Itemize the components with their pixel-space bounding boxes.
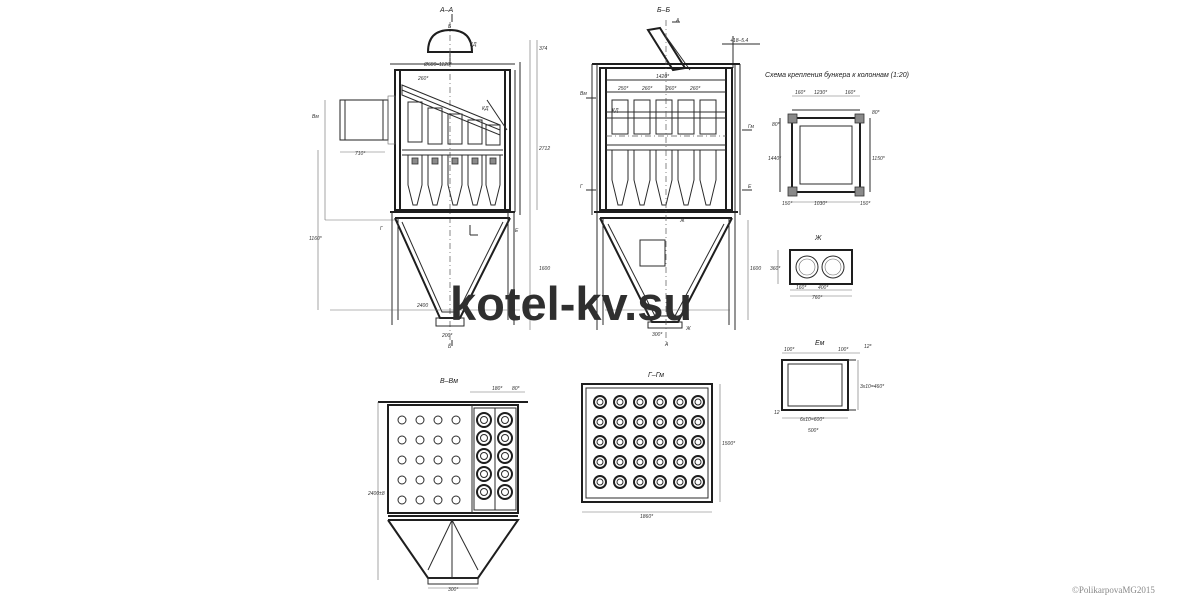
cyclone-cones-bb xyxy=(611,150,717,206)
dim-2400-label: 2400 xyxy=(416,303,428,309)
mark-zh-bb: Ж xyxy=(679,218,685,224)
zh-dim-160: 160* xyxy=(796,285,807,291)
cyclone-plan-columns xyxy=(473,407,517,511)
view-zh: Ж 360* 160* 400* 760* xyxy=(770,235,853,301)
mount-dim-tr: 80* xyxy=(872,110,881,116)
top-width-label: Ø680–1120* xyxy=(423,62,453,68)
e-dim-right: 3x10=460* xyxy=(860,384,885,390)
vv-dim-180: 180* xyxy=(492,386,503,392)
cyclone-row-aa xyxy=(407,101,501,146)
e-dim-tl: 100* xyxy=(784,347,795,353)
dim-bb-300: 300* xyxy=(652,332,663,338)
mark-g-left: Г xyxy=(580,184,584,190)
zh-dim-400: 400* xyxy=(818,285,829,291)
mount-dim-left: 1440* xyxy=(768,156,782,162)
mount-dim-br: 150* xyxy=(860,201,871,207)
section-aa-title: А–А xyxy=(439,7,454,14)
mark-bb-kd: КД xyxy=(612,108,619,114)
dim-bb-1600: 1600 xyxy=(750,266,761,272)
dim-side-b: 2712 xyxy=(538,146,550,152)
view-zh-title: Ж xyxy=(814,235,822,242)
dim-bb-260c: 260* xyxy=(689,86,701,92)
mark-vm-left: Вм xyxy=(580,91,587,97)
dim-bb-250: 250* xyxy=(617,86,629,92)
dim-bb-top: 1420* xyxy=(656,74,670,80)
dim-bb-260b: 260* xyxy=(665,86,677,92)
mark-kd: КД xyxy=(470,42,477,48)
mount-scheme-title: Схема крепления бункера к колоннам (1:20… xyxy=(765,71,909,79)
e-dim-mark: 12* xyxy=(864,344,873,350)
mount-dim-3: 160* xyxy=(845,90,856,96)
gg-dim-bottom: 1860* xyxy=(640,514,654,520)
mark-a-bottom: А xyxy=(664,342,669,348)
mount-dim-tl: 80* xyxy=(772,122,781,128)
mount-dim-bl: 150* xyxy=(782,201,793,207)
mark-g-aa: Г xyxy=(380,226,384,232)
mark-gm-right: Гм xyxy=(748,124,755,130)
mark-e-aa: Е xyxy=(515,228,519,234)
dim-left-1160: 1160* xyxy=(309,236,323,242)
view-e: Ем 100* 100* 3x10=460* 12* 6x10=600* 500… xyxy=(774,340,885,434)
mark-zh-bottom: Ж xyxy=(685,326,691,332)
dim-aa-260: 260* xyxy=(417,76,429,82)
vv-dim-80: 80* xyxy=(512,386,521,392)
mark-em: Вм xyxy=(312,114,319,120)
mark-a-top: А xyxy=(675,18,680,24)
dim-710-label: 710* xyxy=(355,151,366,157)
inlet-holes-grid xyxy=(397,415,461,505)
copyright-text: ©PolikarpovaMG2015 xyxy=(1072,585,1155,595)
dim-side-a: 374 xyxy=(539,46,548,52)
dim-bottom-200: 200* xyxy=(441,333,453,339)
dim-side-c: 1600 xyxy=(539,266,550,272)
e-dim-12: 12 xyxy=(774,410,780,416)
section-vv-title: В–Вм xyxy=(440,378,458,385)
vv-dim-left: 2400±8 xyxy=(367,491,385,497)
mount-dim-1: 160* xyxy=(795,90,806,96)
mark-b-bottom: Б xyxy=(448,344,452,350)
vv-dim-bottom: 300* xyxy=(448,587,459,593)
elev-top-label: +18–5.4 xyxy=(730,38,748,44)
mount-dim-right: 1150* xyxy=(872,156,886,162)
mount-dim-2: 1230* xyxy=(814,90,828,96)
e-dim-bottom2: 500* xyxy=(808,428,819,434)
section-bb-view: Б–Б А +18–5.4 1420* 250* 260* 260* 260* xyxy=(580,7,761,348)
cyclone-row-bb xyxy=(606,99,726,137)
cyclone-plan-grid xyxy=(593,395,705,489)
mark-kd2: КД xyxy=(482,106,489,112)
mount-scheme-view: Схема крепления бункера к колоннам (1:20… xyxy=(765,71,909,207)
e-dim-tr: 100* xyxy=(838,347,849,353)
section-bb-title: Б–Б xyxy=(657,7,670,14)
zh-dim-760: 760* xyxy=(812,295,823,301)
mark-e-right: Е xyxy=(748,184,752,190)
view-e-title: Ем xyxy=(815,340,825,347)
section-aa-view: А–А Б Ø680–1120* Вм 710* xyxy=(309,7,550,350)
section-gg-view: Г–Гм 1500* 1860* xyxy=(581,372,736,520)
section-vv-view: В–Вм 180* 80* xyxy=(367,378,528,593)
mount-dim-bc: 1030* xyxy=(814,201,828,207)
e-dim-bottom: 6x10=600* xyxy=(800,417,825,423)
watermark-text: kotel-kv.su xyxy=(450,277,692,330)
zh-dim-left: 360* xyxy=(770,266,781,272)
cyclone-cones-aa xyxy=(407,155,501,206)
gg-dim-right: 1500* xyxy=(722,441,736,447)
dim-bb-260a: 260* xyxy=(641,86,653,92)
section-gg-title: Г–Гм xyxy=(648,372,664,379)
